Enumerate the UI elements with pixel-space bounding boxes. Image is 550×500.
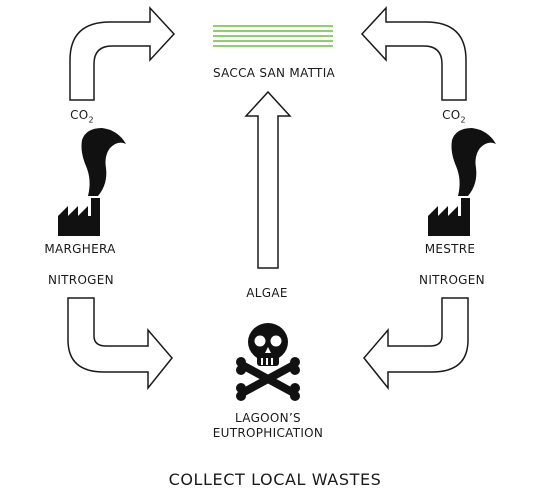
right-co2-main: CO: [442, 108, 461, 122]
right-nitrogen-label: NITROGEN: [419, 273, 485, 287]
factory-smoke-icon: [428, 128, 496, 236]
arrow-center-up-icon: [244, 90, 292, 269]
arrow-bottom-right-icon: [363, 297, 469, 391]
skull-crossbones-icon: [236, 323, 300, 401]
lagoon-line: LAGOON’S: [235, 411, 301, 425]
left-co2-main: CO: [70, 108, 89, 122]
factory-smoke-icon: [58, 128, 126, 236]
arrow-bottom-left-icon: [67, 297, 173, 391]
right-co2-label: CO2: [442, 108, 466, 127]
eutrophication-line: EUTROPHICATION: [212, 426, 324, 440]
marghera-label: MARGHERA: [44, 242, 116, 256]
diagram-caption: COLLECT LOCAL WASTES: [168, 470, 382, 489]
algae-label: ALGAE: [246, 286, 288, 300]
mestre-label: MESTRE: [424, 242, 476, 256]
lagoon-eutrophication-label: LAGOON’S EUTROPHICATION: [213, 411, 323, 441]
left-nitrogen-label: NITROGEN: [48, 273, 114, 287]
left-co2-sub: 2: [88, 115, 94, 125]
arrow-top-right-icon: [360, 6, 467, 101]
sacca-san-mattia-label: SACCA SAN MATTIA: [212, 66, 336, 80]
left-co2-label: CO2: [70, 108, 94, 127]
right-co2-sub: 2: [460, 115, 466, 125]
green-stripes-icon: [213, 25, 333, 47]
arrow-top-left-icon: [69, 6, 176, 101]
